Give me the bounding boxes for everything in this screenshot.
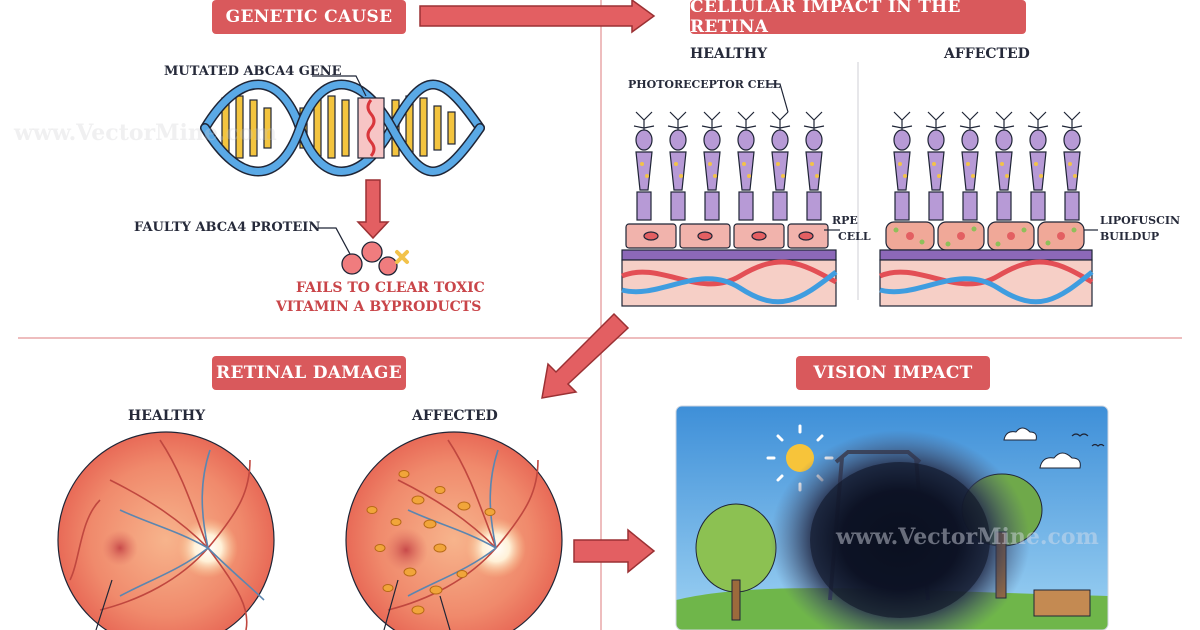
gene-label: MUTATED ABCA4 GENE [164, 64, 342, 79]
rpe-label-line2: CELL [838, 230, 871, 243]
healthy-retina [57, 431, 275, 630]
affected-cell-layer [879, 111, 1098, 307]
section-badge-vision-impact: VISION IMPACT [796, 356, 990, 390]
section-badge-cellular-impact: CELLULAR IMPACT IN THE RETINA [690, 0, 1026, 37]
lipofuscin-label-line1: LIPOFUSCIN [1100, 214, 1181, 227]
vision-scene [676, 406, 1108, 630]
fails-text-line1: FAILS TO CLEAR TOXIC [296, 280, 485, 296]
healthy-cell-layer [621, 83, 840, 307]
cellular-healthy-label: HEALTHY [690, 46, 768, 62]
lipofuscin-label-line2: BUILDUP [1100, 230, 1160, 243]
cellular-affected-label: AFFECTED [944, 46, 1030, 62]
faulty-protein [318, 227, 409, 276]
protein-label: FAULTY ABCA4 PROTEIN [134, 220, 321, 235]
affected-retina [345, 431, 563, 630]
retina-affected-label: AFFECTED [412, 408, 498, 424]
retina-healthy-label: HEALTHY [128, 408, 206, 424]
section-badge-genetic-cause: GENETIC CAUSE [212, 0, 406, 34]
photoreceptor-label: PHOTORECEPTOR CELL [628, 78, 781, 91]
section-badge-retinal-damage: RETINAL DAMAGE [212, 356, 406, 390]
dna-helix [200, 75, 485, 177]
fails-text-line2: VITAMIN A BYPRODUCTS [276, 299, 482, 315]
rpe-label-line1: RPE [832, 214, 858, 227]
watermark: www.VectorMine.com [836, 524, 1099, 550]
watermark: www.VectorMine.com [14, 120, 277, 146]
